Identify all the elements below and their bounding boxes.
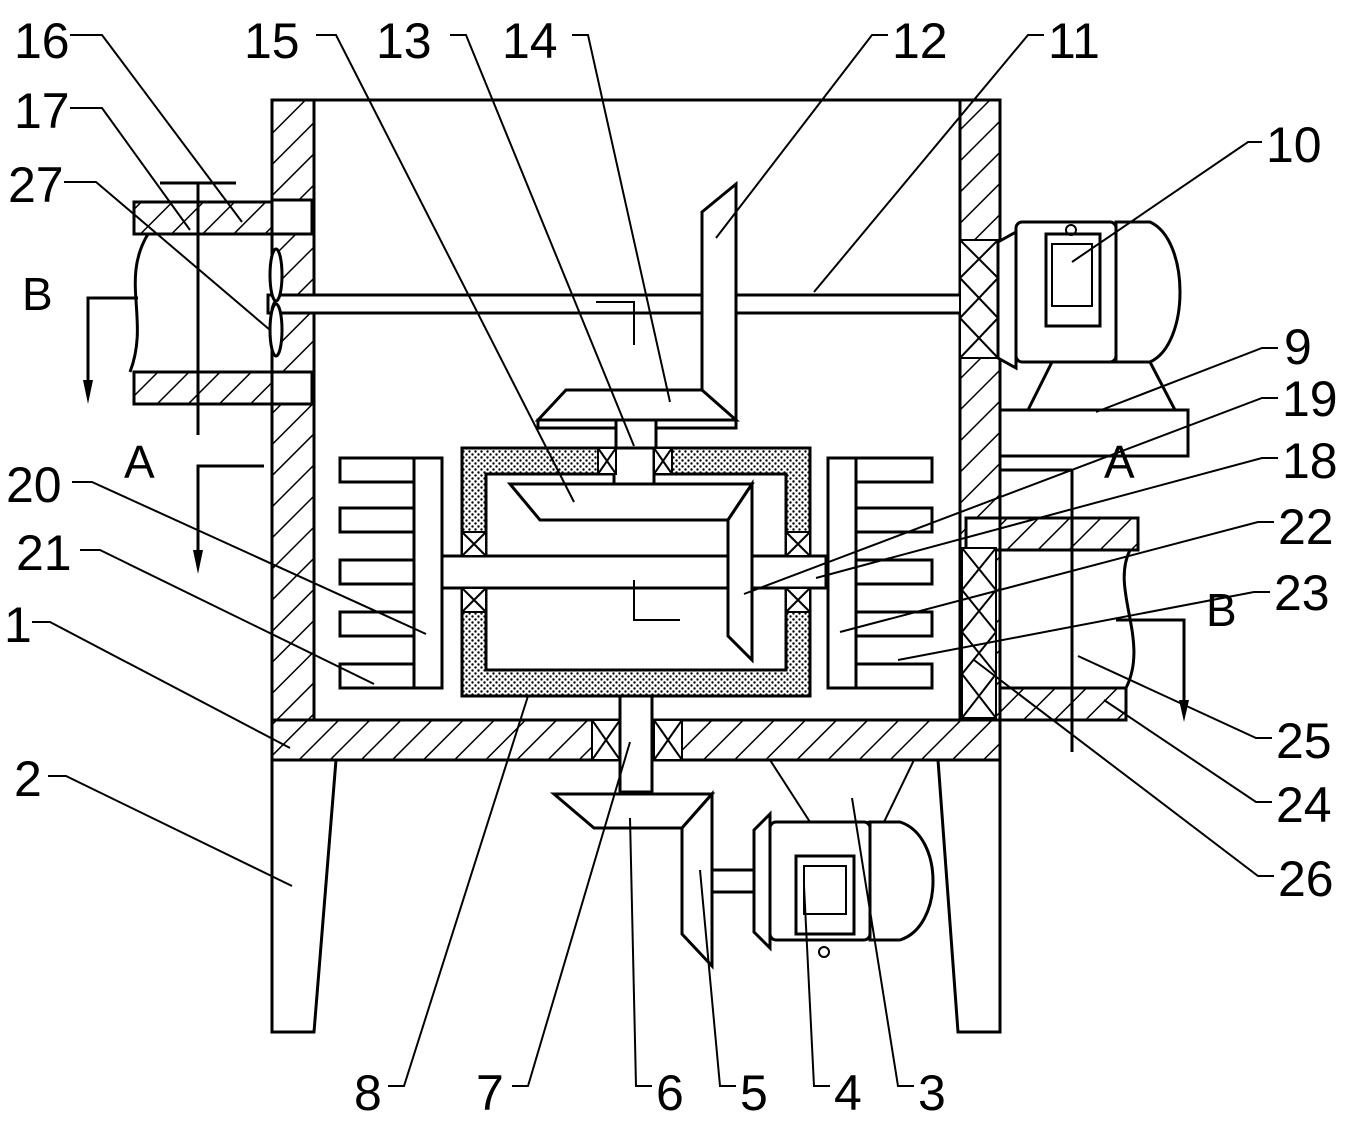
label-10: 10 xyxy=(1266,117,1322,173)
label-20: 20 xyxy=(6,457,62,513)
label-27: 27 xyxy=(8,157,64,213)
label-12: 12 xyxy=(892,13,948,69)
label-1: 1 xyxy=(4,597,32,653)
label-17: 17 xyxy=(14,83,70,139)
left-crusher xyxy=(338,456,444,690)
label-2: 2 xyxy=(14,751,42,807)
label-7: 7 xyxy=(476,1065,504,1121)
label-6: 6 xyxy=(656,1065,684,1121)
right-leg xyxy=(936,758,1002,1034)
bottom-bearings xyxy=(591,719,683,761)
label-26: 26 xyxy=(1278,851,1334,907)
label-21: 21 xyxy=(16,525,72,581)
label-13: 13 xyxy=(376,13,432,69)
label-14: 14 xyxy=(502,13,558,69)
mounting-plate xyxy=(998,408,1190,458)
label-23: 23 xyxy=(1274,565,1330,621)
label-25: 25 xyxy=(1276,713,1332,769)
motor-mount xyxy=(1025,360,1178,412)
label-22: 22 xyxy=(1278,499,1334,555)
right-crusher xyxy=(826,456,934,690)
label-5: 5 xyxy=(740,1065,768,1121)
upper-bearing xyxy=(959,239,999,359)
left-leg xyxy=(270,758,338,1034)
upper-motor xyxy=(996,220,1190,458)
label-15: 15 xyxy=(244,13,300,69)
part-labels: 16 17 27 15 13 14 12 11 10 9 19 18 22 23… xyxy=(4,13,1338,1121)
label-24: 24 xyxy=(1276,777,1332,833)
drum-shaft xyxy=(438,554,828,590)
lower-bevel-gears xyxy=(549,790,756,970)
lower-motor xyxy=(752,759,935,958)
label-11: 11 xyxy=(1048,13,1100,69)
lower-shaft xyxy=(618,694,654,794)
label-3: 3 xyxy=(918,1065,946,1121)
section-b-right: B xyxy=(1206,584,1237,636)
section-a-left: A xyxy=(124,436,155,488)
support-legs xyxy=(270,758,1002,1034)
leader-lines xyxy=(32,34,1278,1087)
inlet-pipe xyxy=(128,181,314,435)
drum-assembly xyxy=(438,446,828,794)
label-9: 9 xyxy=(1284,319,1312,375)
outlet-pipe xyxy=(961,468,1140,752)
label-18: 18 xyxy=(1282,433,1338,489)
section-a-right: A xyxy=(1104,436,1135,488)
label-8: 8 xyxy=(354,1065,382,1121)
section-b-left: B xyxy=(22,268,53,320)
upper-bevel-gears xyxy=(534,180,740,488)
label-16: 16 xyxy=(14,13,70,69)
label-4: 4 xyxy=(834,1065,862,1121)
label-19: 19 xyxy=(1282,371,1338,427)
section-letters: B A A B xyxy=(22,268,1237,636)
